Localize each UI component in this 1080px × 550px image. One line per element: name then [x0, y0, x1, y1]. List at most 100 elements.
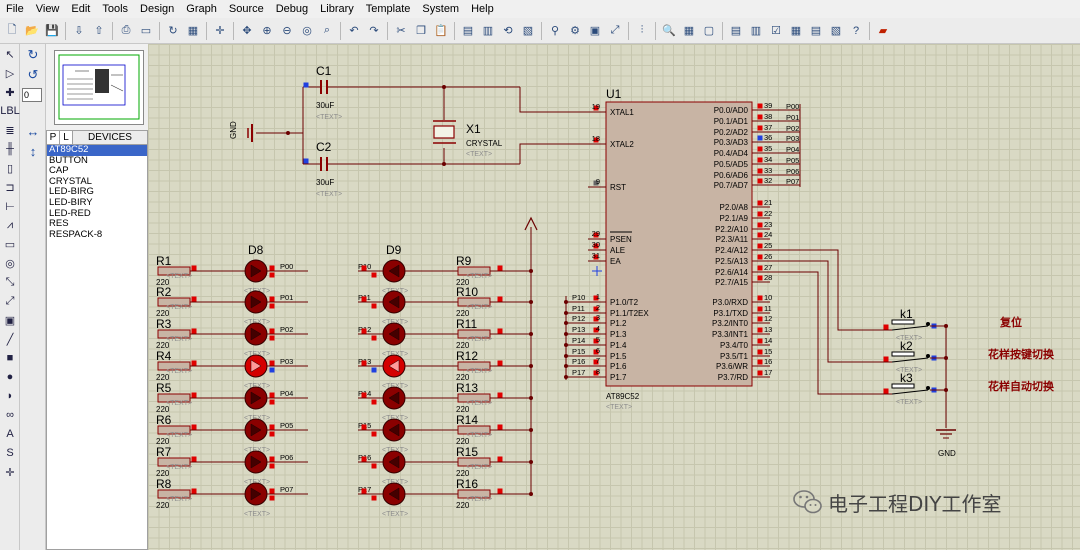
rotate-cw-icon[interactable]: ↻ [27, 47, 39, 62]
pick-library-tab[interactable]: P [47, 131, 60, 144]
menu-graph[interactable]: Graph [186, 3, 217, 15]
block-delete-icon[interactable]: ▧ [522, 25, 534, 37]
text-icon[interactable]: A [6, 428, 14, 440]
zoom-area-icon[interactable]: ⌕ [323, 24, 331, 36]
junction-dot-icon[interactable]: ✚ [5, 86, 15, 99]
rotation-angle-input[interactable] [22, 88, 42, 102]
cut-icon[interactable]: ✂ [396, 25, 406, 37]
ares-icon[interactable]: ▦ [790, 25, 802, 37]
decompose-icon[interactable]: ⤢ [610, 24, 620, 36]
text-script-icon[interactable]: ≣ [5, 124, 15, 137]
sheet-icon[interactable]: ▧ [830, 25, 842, 37]
origin-icon[interactable]: ✛ [215, 25, 225, 37]
block-copy-icon[interactable]: ▤ [462, 25, 474, 37]
search-icon[interactable]: 🔍 [662, 25, 676, 37]
device-item[interactable]: LED-BIRY [49, 196, 93, 208]
component-mode-icon[interactable]: ▷ [5, 67, 15, 80]
overview-window[interactable] [54, 50, 144, 125]
graph-icon[interactable]: ⩘ [6, 218, 14, 231]
help-icon[interactable]: ? [852, 24, 860, 37]
menu-view[interactable]: View [35, 3, 60, 15]
menu-system[interactable]: System [422, 3, 460, 15]
package-icon[interactable]: ▣ [589, 25, 601, 37]
menu-file[interactable]: File [6, 3, 24, 15]
netlist-icon[interactable]: ▤ [730, 25, 742, 37]
marker-icon[interactable]: ✛ [5, 466, 15, 479]
device-item[interactable]: AT89C52 [47, 144, 147, 156]
mirror-vertical-icon[interactable]: ↕ [29, 143, 37, 159]
mode-toolbar: ↖ ▷ ✚ LBL ≣ ╫ ▯ ⊐ ⊢ ⩘ ▭ ◎ ⤡ ⤢ ▣ ╱ ■ ● ◗ … [0, 44, 20, 550]
menu-edit[interactable]: Edit [71, 3, 91, 15]
paste-icon[interactable]: 📋 [434, 25, 448, 37]
menu-library[interactable]: Library [320, 3, 354, 15]
device-item[interactable]: CAP [49, 165, 69, 177]
device-item[interactable]: BUTTON [49, 154, 88, 166]
save-icon[interactable]: 💾 [45, 25, 59, 37]
export-icon[interactable]: ⇧ [94, 25, 104, 37]
pdf-icon[interactable]: ▤ [810, 25, 822, 37]
bom-icon[interactable]: ▥ [750, 25, 762, 37]
device-item[interactable]: LED-RED [49, 207, 91, 219]
virtual-instrument-icon[interactable]: ▣ [4, 314, 16, 327]
menu-tools[interactable]: Tools [102, 3, 129, 15]
circle-icon[interactable]: ● [6, 371, 14, 383]
menu-source[interactable]: Source [228, 3, 264, 15]
bus-icon[interactable]: ╫ [6, 143, 14, 155]
ares-export-icon[interactable]: ▰ [878, 25, 888, 37]
pan-icon[interactable]: ✥ [242, 25, 252, 37]
zoom-out-icon[interactable]: ⊖ [282, 25, 292, 37]
erc-icon[interactable]: ☑ [771, 25, 781, 37]
resistor-text: <TEXT> [166, 336, 192, 343]
block-move-icon[interactable]: ▥ [482, 25, 494, 37]
toolbar-separator [233, 21, 234, 40]
undo-icon[interactable]: ↶ [349, 25, 359, 37]
make-device-icon[interactable]: ⚙ [570, 25, 580, 37]
zoom-in-icon[interactable]: ⊕ [262, 25, 272, 37]
device-item[interactable]: CRYSTAL [49, 175, 92, 187]
wire-autorouter-icon[interactable]: ⫶ [640, 24, 644, 36]
block-rotate-icon[interactable]: ⟲ [503, 25, 513, 37]
button-description: 花样按键切换 [988, 347, 1055, 361]
zoom-all-icon[interactable]: ◎ [302, 25, 312, 37]
box-icon[interactable]: ■ [6, 352, 14, 364]
rotate-ccw-icon[interactable]: ↺ [27, 67, 39, 82]
button-cap [891, 351, 915, 357]
menu-template[interactable]: Template [365, 3, 411, 15]
grid-icon[interactable]: ▦ [187, 25, 199, 37]
redo-icon[interactable]: ↷ [369, 25, 379, 37]
subcircuit-icon[interactable]: ▯ [6, 162, 14, 175]
terminals-icon[interactable]: ⊐ [5, 181, 15, 194]
pin-marker [269, 296, 275, 302]
line-icon[interactable]: ╱ [6, 333, 14, 346]
import-icon[interactable]: ⇩ [74, 25, 84, 37]
new-file-icon[interactable]: 🗋 [7, 24, 17, 36]
device-item[interactable]: RES [49, 218, 69, 230]
device-item[interactable]: LED-BIRG [49, 186, 94, 198]
menu-debug[interactable]: Debug [275, 3, 309, 15]
voltage-probe-icon[interactable]: ⤡ [5, 275, 15, 288]
menu-design[interactable]: Design [140, 3, 175, 15]
menu-help[interactable]: Help [471, 3, 494, 15]
generator-icon[interactable]: ◎ [5, 257, 15, 270]
property-assign-icon[interactable]: ▦ [683, 25, 695, 37]
tape-recorder-icon[interactable]: ▭ [4, 238, 16, 251]
library-tab[interactable]: L [60, 131, 73, 144]
symbol-icon[interactable]: S [6, 447, 14, 459]
selection-mode-icon[interactable]: ↖ [5, 48, 15, 61]
open-file-icon[interactable]: 📂 [25, 25, 39, 37]
wire-label-icon[interactable]: LBL [0, 105, 20, 117]
print-icon[interactable]: ⎙ [121, 24, 131, 36]
mirror-horizontal-icon[interactable]: ↔ [26, 123, 40, 139]
path-icon[interactable]: ∞ [6, 409, 14, 421]
device-pins-icon[interactable]: ⊢ [5, 200, 15, 213]
print-area-icon[interactable]: ▭ [140, 25, 152, 37]
arc-icon[interactable]: ◗ [6, 390, 14, 402]
device-item[interactable]: RESPACK-8 [49, 228, 103, 240]
current-probe-icon[interactable]: ⤢ [5, 294, 15, 307]
copy-icon[interactable]: ❐ [416, 25, 426, 37]
refresh-icon[interactable]: ↻ [168, 25, 178, 37]
pick-device-icon[interactable]: ⚲ [550, 25, 560, 37]
new-sheet-icon[interactable]: ▢ [703, 25, 715, 37]
